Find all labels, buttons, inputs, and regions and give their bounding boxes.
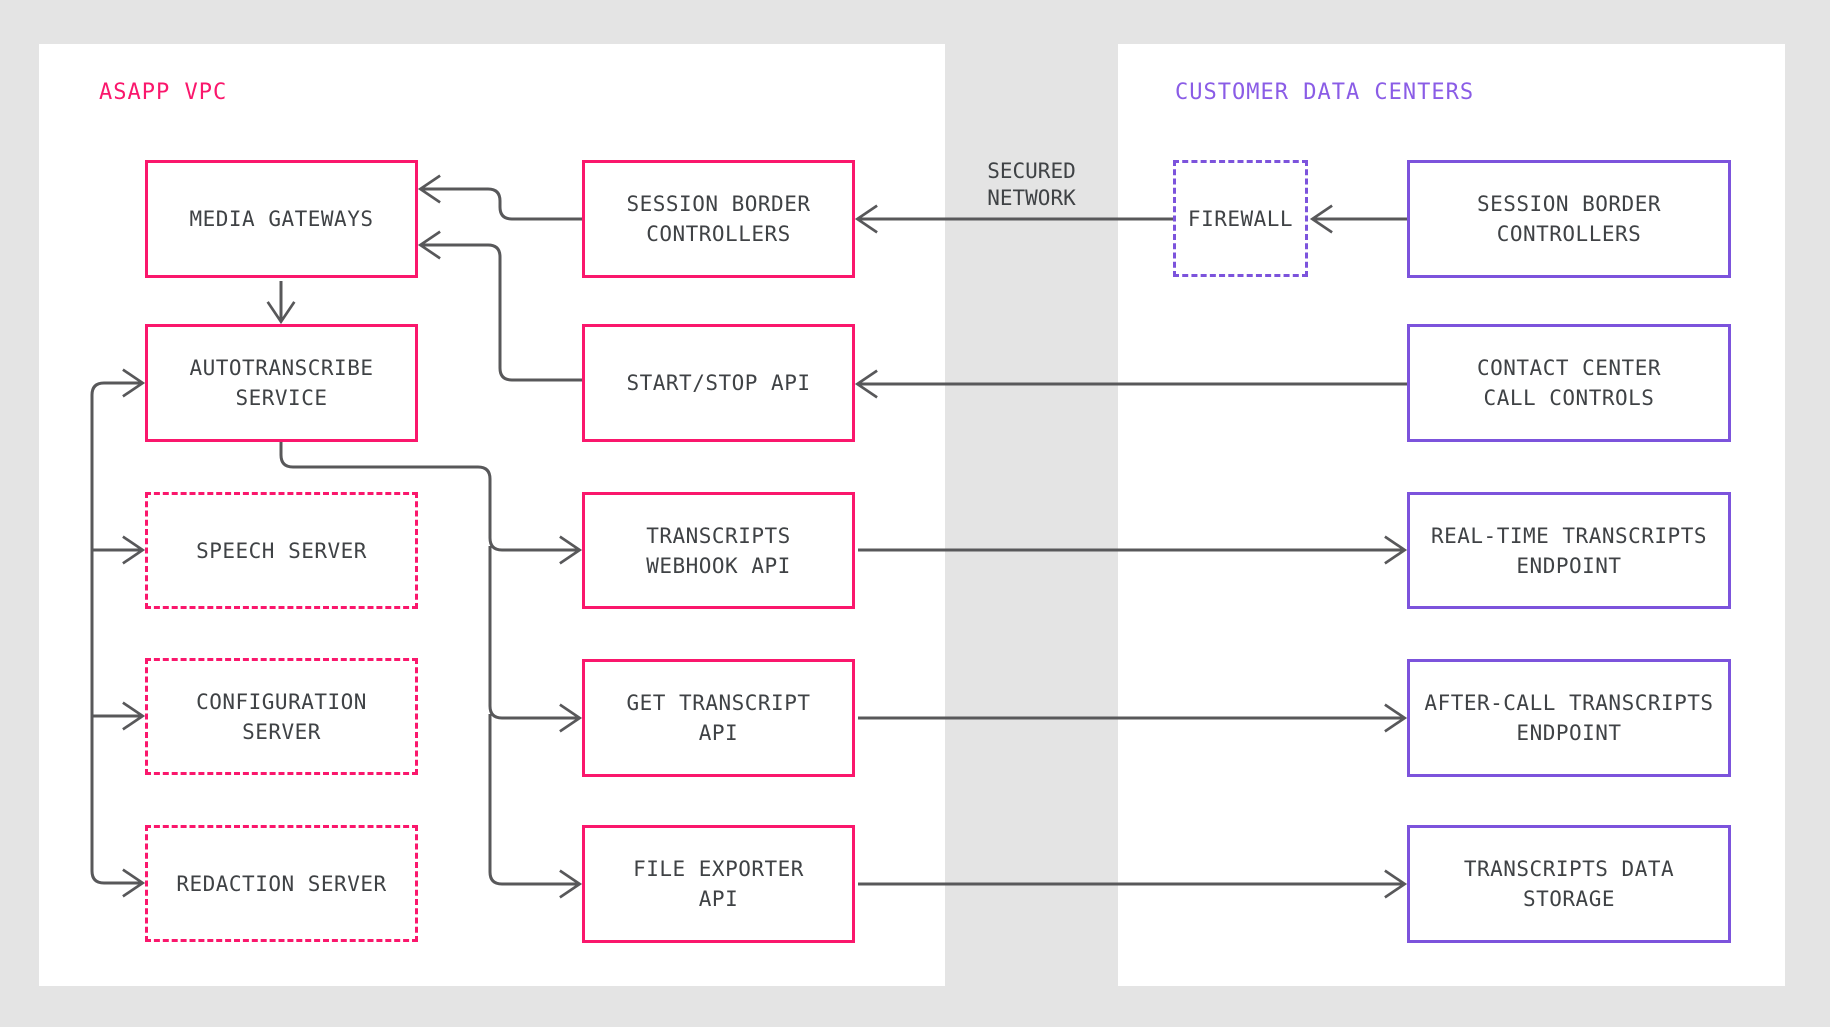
node-configuration-server: CONFIGURATION SERVER [145,658,418,775]
node-start-stop-api: START/STOP API [582,324,855,442]
asapp-vpc-title: ASAPP VPC [99,80,228,105]
node-after-call-transcripts-endpoint: AFTER-CALL TRANSCRIPTS ENDPOINT [1407,659,1731,777]
node-file-exporter-api: FILE EXPORTER API [582,825,855,943]
node-autotranscribe-service: AUTOTRANSCRIBE SERVICE [145,324,418,442]
node-get-transcript-api: GET TRANSCRIPT API [582,659,855,777]
node-speech-server: SPEECH SERVER [145,492,418,609]
node-contact-center-call-controls: CONTACT CENTER CALL CONTROLS [1407,324,1731,442]
node-redaction-server: REDACTION SERVER [145,825,418,942]
secured-network-label: SECURED NETWORK [987,159,1076,210]
customer-data-centers-title: CUSTOMER DATA CENTERS [1175,80,1475,105]
node-media-gateways: MEDIA GATEWAYS [145,160,418,278]
node-transcripts-webhook-api: TRANSCRIPTS WEBHOOK API [582,492,855,609]
node-session-border-controllers-asapp: SESSION BORDER CONTROLLERS [582,160,855,278]
node-firewall: FIREWALL [1173,160,1308,277]
node-session-border-controllers-customer: SESSION BORDER CONTROLLERS [1407,160,1731,278]
node-real-time-transcripts-endpoint: REAL-TIME TRANSCRIPTS ENDPOINT [1407,492,1731,609]
node-transcripts-data-storage: TRANSCRIPTS DATA STORAGE [1407,825,1731,943]
